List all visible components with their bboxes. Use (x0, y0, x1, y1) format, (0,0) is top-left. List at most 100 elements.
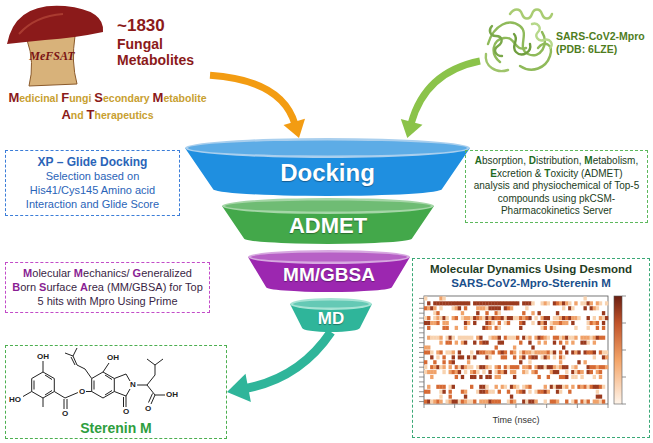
arrow-head (401, 119, 423, 138)
axis-tick (516, 404, 517, 408)
heat-cell (593, 350, 596, 354)
heat-cell (541, 321, 544, 325)
axis-tick (419, 362, 424, 363)
heat-cell (491, 399, 494, 403)
heat-cell (605, 365, 608, 369)
heat-cell (479, 350, 482, 354)
heat-cell (482, 365, 485, 369)
heat-cell (534, 350, 537, 354)
band-label: MM/GBSA (283, 264, 375, 286)
protein-label: SARS-CoV2-Mpro (PDB: 6LZE) (556, 30, 646, 56)
heat-cell (513, 375, 516, 379)
heat-cell (580, 336, 583, 340)
axis-tick (454, 404, 455, 408)
heat-cell (449, 399, 452, 403)
heat-cell (461, 355, 464, 359)
heat-cell (562, 375, 565, 379)
heat-cell (482, 370, 485, 374)
heat-cell (473, 321, 476, 325)
atom-label: OH (106, 354, 120, 362)
heat-cell (547, 355, 550, 359)
heat-cell (504, 336, 507, 340)
heat-cell (439, 395, 442, 399)
heat-cell (513, 399, 516, 403)
heat-cell (491, 390, 494, 394)
heat-cell (553, 399, 556, 403)
heat-cell (590, 370, 593, 374)
heat-cell (482, 385, 485, 389)
heat-cell (424, 316, 427, 320)
heat-cell (476, 311, 479, 315)
heat-cell (531, 321, 534, 325)
heat-cell (479, 306, 482, 310)
heat-cell (593, 306, 596, 310)
heat-cell (544, 350, 547, 354)
heat-cell (534, 399, 537, 403)
heat-cell (519, 321, 522, 325)
heat-cell (485, 355, 488, 359)
heat-cell (553, 365, 556, 369)
heat-cell (547, 336, 550, 340)
heat-cell (449, 341, 452, 345)
heat-cell (553, 321, 556, 325)
heat-cell (482, 306, 485, 310)
atom-label: N (129, 381, 137, 389)
heat-cell (568, 336, 571, 340)
flow-arrow (210, 75, 305, 138)
heat-cell (528, 350, 531, 354)
heat-cell (473, 301, 476, 305)
heat-cell (424, 321, 427, 325)
heat-cell (467, 336, 470, 340)
atom-label: O (78, 388, 86, 396)
heat-cell (553, 301, 556, 305)
heat-cell (596, 399, 599, 403)
heat-cell (495, 365, 498, 369)
axis-tick (622, 377, 626, 378)
heat-cell (455, 326, 458, 330)
heat-cell (452, 385, 455, 389)
heat-cell (442, 365, 445, 369)
heat-cell (574, 301, 577, 305)
heat-cell (541, 390, 544, 394)
heat-cell (488, 365, 491, 369)
heat-cell (470, 385, 473, 389)
heat-cell (593, 341, 596, 345)
heat-cell (464, 395, 467, 399)
axis-tick (622, 350, 626, 351)
heat-cell (473, 316, 476, 320)
heat-cell (501, 301, 504, 305)
heat-cell (510, 399, 513, 403)
heat-cell (485, 350, 488, 354)
heat-cell (562, 365, 565, 369)
heat-cell (599, 336, 602, 340)
heat-cell (583, 360, 586, 364)
heat-cell (562, 316, 565, 320)
heat-cell (495, 301, 498, 305)
heat-cell (587, 326, 590, 330)
heat-cell (605, 355, 608, 359)
axis-tick (419, 318, 424, 319)
heat-cell (442, 390, 445, 394)
heat-cell (488, 399, 491, 403)
heat-cell (522, 385, 525, 389)
heat-cell (577, 350, 580, 354)
heat-cell (433, 316, 436, 320)
heat-cell (424, 365, 427, 369)
heat-cell (599, 365, 602, 369)
axis-tick (419, 401, 424, 402)
heat-cell (544, 336, 547, 340)
heat-cell (528, 355, 531, 359)
heat-cell (559, 360, 562, 364)
heat-cell (580, 341, 583, 345)
heat-cell (501, 355, 504, 359)
heat-cell (504, 301, 507, 305)
heat-cell (571, 306, 574, 310)
axis-tick (419, 308, 424, 309)
step-note: Molecular Dynamics Using DesmondSARS-CoV… (412, 258, 650, 438)
heat-cell (599, 395, 602, 399)
heat-cell (458, 355, 461, 359)
flow-arrow (227, 332, 331, 402)
heat-cell (544, 301, 547, 305)
heat-cell (485, 301, 488, 305)
heat-cell (559, 390, 562, 394)
